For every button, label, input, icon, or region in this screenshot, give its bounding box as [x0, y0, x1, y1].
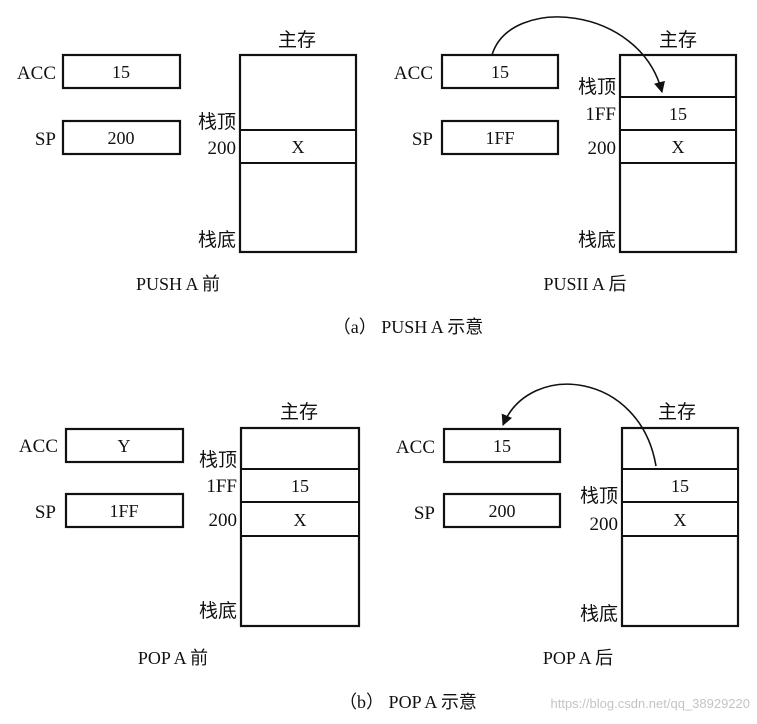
- acc-register: [440, 53, 560, 90]
- panel-push-after: 主存 15 X 栈顶 1FF 200 栈底 ACC 15 SP 1FF PUSI…: [394, 16, 738, 294]
- acc-register: [442, 427, 562, 464]
- address-label: 1FF: [206, 476, 237, 497]
- memory-title: 主存: [280, 401, 318, 423]
- address-label: 1FF: [585, 104, 616, 125]
- push-arrow: [491, 16, 665, 94]
- acc-label: ACC: [396, 437, 435, 458]
- acc-value: Y: [118, 436, 131, 456]
- address-label: 200: [588, 138, 617, 159]
- memory-cell-value: X: [292, 137, 305, 157]
- address-label: 200: [590, 514, 619, 535]
- stack-top-label: 栈顶: [578, 76, 616, 98]
- acc-register: [64, 427, 185, 464]
- acc-value: 15: [112, 62, 130, 82]
- watermark: https://blog.csdn.net/qq_38929220: [551, 696, 751, 711]
- memory-cell-200: [240, 501, 360, 537]
- memory-cell-value: X: [674, 510, 687, 530]
- acc-label: ACC: [394, 63, 433, 84]
- stack-top-label: 栈顶: [198, 111, 236, 133]
- sp-register: [440, 119, 560, 156]
- memory-cell-value: X: [294, 510, 307, 530]
- panel-caption: PUSH A 前: [136, 274, 220, 294]
- stack-bottom-label: 栈底: [580, 603, 618, 625]
- memory-cell-200: [621, 501, 739, 537]
- acc-register: [61, 53, 182, 90]
- acc-value: 15: [491, 62, 509, 82]
- memory-title: 主存: [658, 401, 696, 423]
- memory-cell-value: 15: [671, 476, 689, 496]
- memory-cell-200: [619, 129, 737, 164]
- sp-value: 1FF: [485, 128, 514, 148]
- figure-caption-a: （a） PUSH A 示意: [333, 317, 484, 337]
- memory-title: 主存: [659, 29, 697, 51]
- sp-register: [61, 119, 182, 156]
- acc-label: ACC: [17, 63, 56, 84]
- memory-cell-value: 15: [291, 476, 309, 496]
- stack-top-label: 栈顶: [199, 449, 237, 471]
- stack-top-label: 栈顶: [580, 485, 618, 507]
- sp-register: [64, 492, 185, 529]
- memory-cell-value: 15: [669, 104, 687, 124]
- stack-bottom-label: 栈底: [578, 229, 616, 251]
- sp-value: 200: [108, 128, 135, 148]
- sp-register: [442, 492, 562, 529]
- memory-title: 主存: [278, 29, 316, 51]
- acc-value: 15: [493, 436, 511, 456]
- panel-caption: POP A 后: [543, 648, 613, 668]
- address-label: 200: [209, 510, 238, 531]
- stack-bottom-label: 栈底: [199, 600, 237, 622]
- panel-pop-after: 主存 15 X 栈顶 200 栈底 ACC 15 SP 200 POP A 后: [396, 383, 740, 668]
- figure-caption-b: （b） POP A 示意: [339, 692, 477, 712]
- memory-cell-200: [239, 129, 357, 164]
- sp-label: SP: [412, 129, 433, 150]
- sp-label: SP: [35, 129, 56, 150]
- panel-pop-before: 主存 15 X 栈顶 1FF 200 栈底 ACC Y SP 1FF POP A…: [19, 401, 361, 668]
- memory-cell-value: X: [672, 137, 685, 157]
- memory-cell-1ff: [619, 96, 737, 131]
- panel-caption: PUSII A 后: [543, 274, 626, 294]
- panel-push-before: 主存 X 栈顶 200 栈底 ACC 15 SP 200 PUSH A 前: [17, 29, 358, 294]
- acc-label: ACC: [19, 436, 58, 457]
- address-label: 200: [208, 138, 237, 159]
- stack-bottom-label: 栈底: [198, 229, 236, 251]
- panel-caption: POP A 前: [138, 648, 208, 668]
- sp-value: 200: [489, 501, 516, 521]
- memory-cell-1ff: [240, 468, 360, 503]
- pop-arrow: [501, 383, 657, 467]
- sp-label: SP: [414, 503, 435, 524]
- sp-label: SP: [35, 502, 56, 523]
- sp-value: 1FF: [109, 501, 138, 521]
